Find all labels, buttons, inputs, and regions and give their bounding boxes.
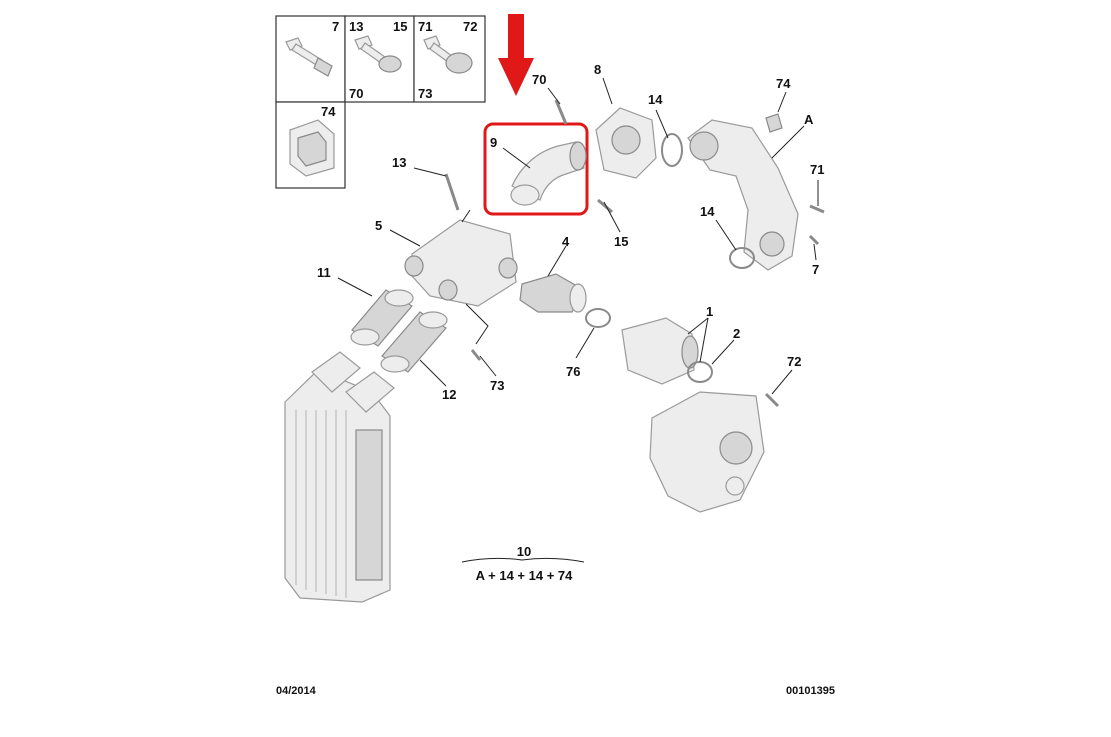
callout-70: 70 bbox=[532, 72, 546, 87]
callout-5: 5 bbox=[375, 218, 382, 233]
legend-label-15: 15 bbox=[393, 19, 407, 34]
part-1-unit bbox=[621, 317, 699, 385]
legend-label-74: 74 bbox=[321, 104, 336, 119]
callout-74: 74 bbox=[776, 76, 791, 91]
diagram-date: 04/2014 bbox=[276, 685, 317, 697]
callout-76: 76 bbox=[566, 364, 580, 379]
callout-73: 73 bbox=[490, 378, 504, 393]
bolt-71 bbox=[809, 204, 825, 214]
bolt-13 bbox=[444, 173, 460, 211]
callout-9: 9 bbox=[490, 135, 497, 150]
kit-composition: A + 14 + 14 + 74 bbox=[476, 568, 574, 583]
callout-11: 11 bbox=[317, 265, 331, 280]
bolt-73 bbox=[470, 349, 482, 361]
bolt-70 bbox=[554, 99, 568, 125]
part-a-manifold bbox=[687, 119, 799, 271]
arrow-head bbox=[498, 58, 534, 96]
legend-label-71: 71 bbox=[418, 19, 432, 34]
part-14-seal-top bbox=[661, 133, 683, 167]
part-9-hose bbox=[510, 141, 587, 206]
callout-2: 2 bbox=[733, 326, 740, 341]
part-76-clamp bbox=[585, 308, 611, 328]
legend-label-70: 70 bbox=[349, 86, 363, 101]
part-8-throttle bbox=[595, 107, 657, 179]
part-74-clip bbox=[765, 113, 783, 133]
legend-label-72: 72 bbox=[463, 19, 477, 34]
legend-label-13: 13 bbox=[349, 19, 363, 34]
bolt-15 bbox=[597, 198, 613, 214]
flange-bolt-icon bbox=[354, 35, 402, 73]
highlight-box bbox=[483, 122, 589, 216]
callout-14-bottom: 14 bbox=[700, 204, 715, 219]
callout-4: 4 bbox=[562, 234, 570, 249]
part-14-seal-bottom bbox=[729, 247, 755, 269]
hose-11 bbox=[350, 289, 414, 347]
callout-labels: 9 70 8 14 74 A 13 71 14 15 7 5 4 11 1 2 … bbox=[317, 62, 824, 402]
bolt-icon bbox=[285, 37, 333, 77]
callout-8: 8 bbox=[594, 62, 601, 77]
callout-72: 72 bbox=[787, 354, 801, 369]
part-2-seal bbox=[687, 361, 713, 383]
diagram-reference: 00101395 bbox=[786, 685, 835, 697]
kit-formula: 10 A + 14 + 14 + 74 bbox=[461, 544, 585, 583]
fastener-legend: 7 13 15 71 72 70 73 74 bbox=[275, 15, 486, 189]
callout-7: 7 bbox=[812, 262, 819, 277]
kit-number: 10 bbox=[517, 544, 531, 559]
callout-1: 1 bbox=[706, 304, 713, 319]
callout-12: 12 bbox=[442, 387, 456, 402]
turbocharger bbox=[649, 391, 765, 513]
callout-71: 71 bbox=[810, 162, 824, 177]
leader-lines bbox=[337, 77, 819, 395]
callout-a: A bbox=[804, 112, 814, 127]
clip-icon bbox=[289, 119, 335, 177]
callout-13: 13 bbox=[392, 155, 406, 170]
intercooler bbox=[284, 351, 395, 603]
arrow-shaft bbox=[508, 14, 524, 60]
part-4-hose bbox=[519, 273, 587, 313]
part-5-housing bbox=[404, 209, 518, 307]
bolt-72 bbox=[764, 392, 780, 408]
callout-15: 15 bbox=[614, 234, 628, 249]
legend-label-7: 7 bbox=[332, 19, 339, 34]
callout-14-top: 14 bbox=[648, 92, 663, 107]
hose-12 bbox=[380, 311, 448, 373]
bolt-7 bbox=[808, 234, 820, 246]
hex-bolt-icon bbox=[423, 35, 473, 74]
legend-label-73: 73 bbox=[418, 86, 432, 101]
kit-brace bbox=[461, 557, 585, 563]
highlight-arrow bbox=[498, 14, 534, 96]
